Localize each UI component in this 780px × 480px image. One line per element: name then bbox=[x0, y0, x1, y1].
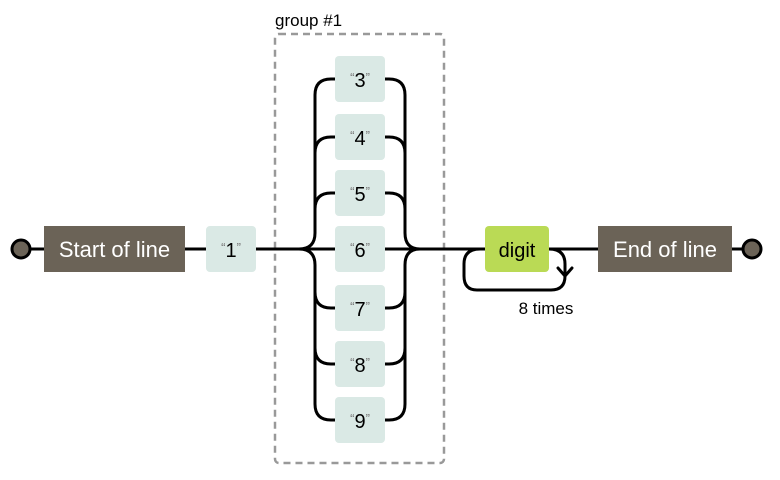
open-quote-icon: “ bbox=[221, 240, 225, 255]
repeat-count-label: 8 times bbox=[519, 299, 574, 318]
open-quote-icon: “ bbox=[350, 184, 354, 199]
close-quote-icon: ” bbox=[366, 411, 370, 426]
alternative-text: 5 bbox=[354, 184, 365, 206]
open-quote-icon: “ bbox=[350, 411, 354, 426]
open-quote-icon: “ bbox=[350, 128, 354, 143]
close-quote-icon: ” bbox=[366, 128, 370, 143]
alternative-7: “7” bbox=[335, 285, 385, 331]
close-quote-icon: ” bbox=[237, 240, 241, 255]
close-quote-icon: ” bbox=[366, 240, 370, 255]
alternative-text: 8 bbox=[354, 355, 365, 377]
close-quote-icon: ” bbox=[366, 299, 370, 314]
svg-text:“5”: “5” bbox=[350, 184, 370, 206]
start-terminal-icon bbox=[10, 238, 32, 260]
literal-1-text: 1 bbox=[225, 240, 236, 262]
open-quote-icon: “ bbox=[350, 240, 354, 255]
svg-text:“9”: “9” bbox=[350, 411, 370, 433]
alternative-6: “6” bbox=[335, 226, 385, 272]
alternative-text: 9 bbox=[354, 411, 365, 433]
literal-1: “1” bbox=[206, 226, 256, 272]
close-quote-icon: ” bbox=[366, 184, 370, 199]
close-quote-icon: ” bbox=[366, 355, 370, 370]
digit-charclass: digit bbox=[485, 226, 549, 272]
alternative-3: “3” bbox=[335, 56, 385, 102]
repeat-loop bbox=[462, 247, 574, 292]
open-quote-icon: “ bbox=[350, 299, 354, 314]
close-quote-icon: ” bbox=[366, 70, 370, 85]
svg-text:“3”: “3” bbox=[350, 70, 370, 92]
group-label: group #1 bbox=[275, 11, 342, 30]
svg-text:“4”: “4” bbox=[350, 128, 370, 150]
alternative-9: “9” bbox=[335, 397, 385, 443]
end-of-line-anchor: End of line bbox=[598, 226, 732, 272]
alternative-text: 7 bbox=[354, 299, 365, 321]
svg-text:“1”: “1” bbox=[221, 240, 241, 262]
start-of-line-anchor: Start of line bbox=[44, 226, 185, 272]
svg-text:“8”: “8” bbox=[350, 355, 370, 377]
alternation-branches bbox=[297, 77, 422, 422]
alternative-8: “8” bbox=[335, 341, 385, 387]
alternative-4: “4” bbox=[335, 114, 385, 160]
alternative-text: 4 bbox=[354, 128, 365, 150]
svg-text:“7”: “7” bbox=[350, 299, 370, 321]
alternative-text: 6 bbox=[354, 240, 365, 262]
start-of-line-label: Start of line bbox=[59, 237, 170, 262]
digit-label: digit bbox=[499, 240, 536, 262]
svg-text:“6”: “6” bbox=[350, 240, 370, 262]
repeat-arrow-icon bbox=[556, 266, 574, 278]
alternative-text: 3 bbox=[354, 70, 365, 92]
open-quote-icon: “ bbox=[350, 70, 354, 85]
alternative-5: “5” bbox=[335, 170, 385, 216]
end-of-line-label: End of line bbox=[613, 237, 717, 262]
end-terminal-icon bbox=[741, 238, 763, 260]
open-quote-icon: “ bbox=[350, 355, 354, 370]
